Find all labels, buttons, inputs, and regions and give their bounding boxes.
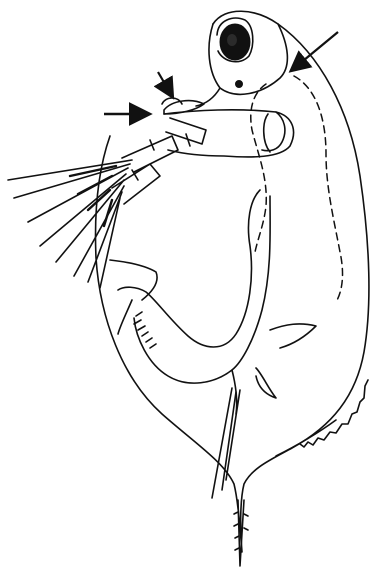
antenna-branch-upper <box>166 118 206 144</box>
antennule <box>164 101 204 114</box>
intestine <box>118 190 260 347</box>
eye-highlight <box>227 34 237 46</box>
tail-bristle-3 <box>226 390 240 480</box>
gut-dashed-line-inner <box>251 84 266 252</box>
antenna-setae <box>8 160 132 288</box>
appendage-small <box>256 368 276 398</box>
antenna-base-end <box>264 114 270 152</box>
arrow-icon <box>292 32 338 70</box>
claw-spines <box>134 312 156 348</box>
postabdominal-claw <box>110 260 157 300</box>
arrow-icon <box>158 72 172 96</box>
ocellus <box>236 81 243 88</box>
claw-tip <box>118 300 132 334</box>
shell-inner-margin <box>276 420 336 456</box>
carapace-outline <box>96 11 369 552</box>
abdominal-spine <box>270 324 316 348</box>
rostrum <box>196 88 220 106</box>
gut-dashed-line <box>294 76 343 302</box>
